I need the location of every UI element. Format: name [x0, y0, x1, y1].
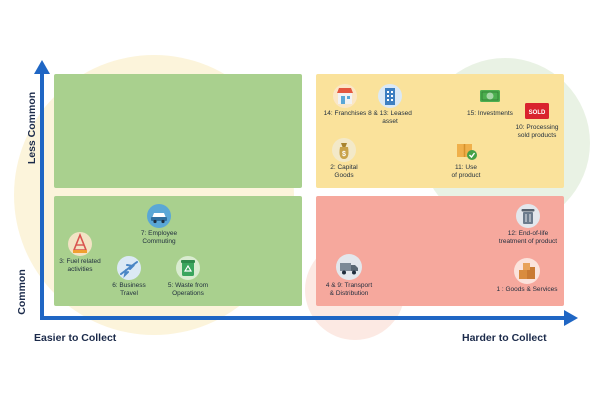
trash-can-icon [516, 204, 540, 228]
y-axis-label-less-common: Less Common [26, 91, 38, 165]
quadrant-easy-less-common [54, 74, 302, 188]
item-capital-goods-label: 2: Capital Goods [330, 164, 358, 179]
item-processing-sold-label: 10: Processing sold products [515, 124, 559, 139]
item-fuel-related: 3: Fuel related activities [54, 232, 106, 274]
x-axis-label-harder: Harder to Collect [462, 332, 547, 344]
item-capital-goods: $ 2: Capital Goods [322, 138, 366, 180]
item-transport-distribution: 4 & 9: Transport & Distribution [320, 254, 378, 298]
car-icon [147, 204, 171, 228]
airplane-icon [117, 256, 141, 280]
boxes-icon [514, 258, 540, 284]
item-end-of-life-label: 12: End-of-life treatment of product [498, 230, 558, 245]
item-use-of-product-label: 11: Use of product [451, 164, 481, 179]
item-end-of-life: 12: End-of-life treatment of product [494, 204, 562, 246]
oil-rig-icon [68, 232, 92, 256]
x-axis-label-easier: Easier to Collect [34, 332, 117, 344]
storefront-icon [333, 84, 357, 108]
y-axis-arrow [34, 60, 50, 74]
item-processing-sold: SOLD 10: Processing sold products [510, 100, 564, 140]
item-franchises-label: 14: Franchises [323, 110, 367, 117]
item-franchises: 14: Franchises [320, 84, 370, 118]
item-investments: 15: Investments [462, 84, 518, 118]
sold-sign-icon: SOLD [525, 103, 549, 119]
item-leased-asset-label: 8 & 13: Leased asset [368, 110, 412, 125]
item-use-of-product: 11: Use of product [444, 138, 488, 180]
sold-badge-text: SOLD [529, 110, 546, 116]
quadrant-easy-common [54, 196, 302, 306]
x-axis-arrow [564, 310, 578, 326]
svg-text:$: $ [342, 151, 346, 158]
delivery-truck-icon [336, 254, 362, 280]
y-axis-label-common: Common [16, 269, 28, 315]
quadrant-hard-less-common [316, 74, 564, 188]
recycle-bin-icon [176, 256, 200, 280]
item-employee-commuting-label: 7: Employee Commuting [140, 230, 178, 245]
money-icon [480, 90, 500, 102]
money-bag-icon: $ [332, 138, 356, 162]
item-fuel-related-label: 3: Fuel related activities [59, 258, 101, 273]
item-business-travel: 6: Business Travel [104, 256, 154, 298]
item-goods-services-label: 1 : Goods & Services [496, 286, 558, 293]
item-goods-services: 1 : Goods & Services [492, 258, 562, 294]
item-transport-distribution-label: 4 & 9: Transport & Distribution [325, 282, 373, 297]
item-leased-asset: 8 & 13: Leased asset [364, 84, 416, 126]
office-building-icon [378, 84, 402, 108]
item-employee-commuting: 7: Employee Commuting [132, 204, 186, 246]
package-check-icon [457, 144, 477, 160]
item-business-travel-label: 6: Business Travel [112, 282, 146, 297]
item-waste-operations-label: 5: Waste from Operations [167, 282, 209, 297]
item-waste-operations: 5: Waste from Operations [160, 256, 216, 298]
item-investments-label: 15: Investments [467, 110, 513, 117]
